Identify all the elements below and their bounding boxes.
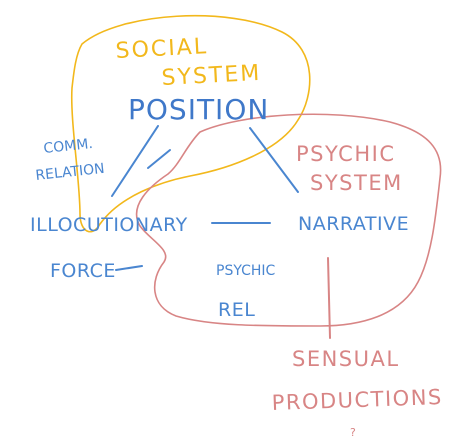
force-label: FORCE: [50, 260, 116, 282]
position-label: POSITION: [128, 93, 269, 126]
psychic-rel-label-line1: PSYCHIC: [216, 263, 276, 279]
social-system-label-line2: SYSTEM: [161, 61, 262, 91]
sensual-productions-label-line2: PRODUCTIONS: [271, 385, 443, 415]
social-system-label-line1: SOCIAL: [115, 34, 209, 64]
link-narrative-sensual: [327, 257, 331, 339]
narrative-label: NARRATIVE: [298, 213, 409, 235]
comm-relation-label-line2: RELATION: [35, 161, 106, 184]
psychic-system-label-line1: PSYCHIC: [296, 142, 395, 166]
link-position-illocutionary: [111, 125, 159, 197]
illocutionary-label: ILLOCUTIONARY: [30, 214, 188, 236]
social-system-boundary: [70, 14, 311, 233]
sensual-productions-mark: ?: [350, 426, 357, 439]
sensual-productions-label-line1: SENSUAL: [292, 347, 400, 371]
psychic-rel-label-line2: REL: [218, 299, 255, 321]
link-comm-tick: [147, 149, 171, 169]
psychic-system-boundary: [135, 113, 442, 327]
psychic-system-label-line2: SYSTEM: [310, 171, 403, 195]
force-underline: [115, 265, 143, 271]
link-position-narrative: [249, 127, 299, 193]
comm-relation-label-line1: COMM.: [43, 136, 94, 157]
